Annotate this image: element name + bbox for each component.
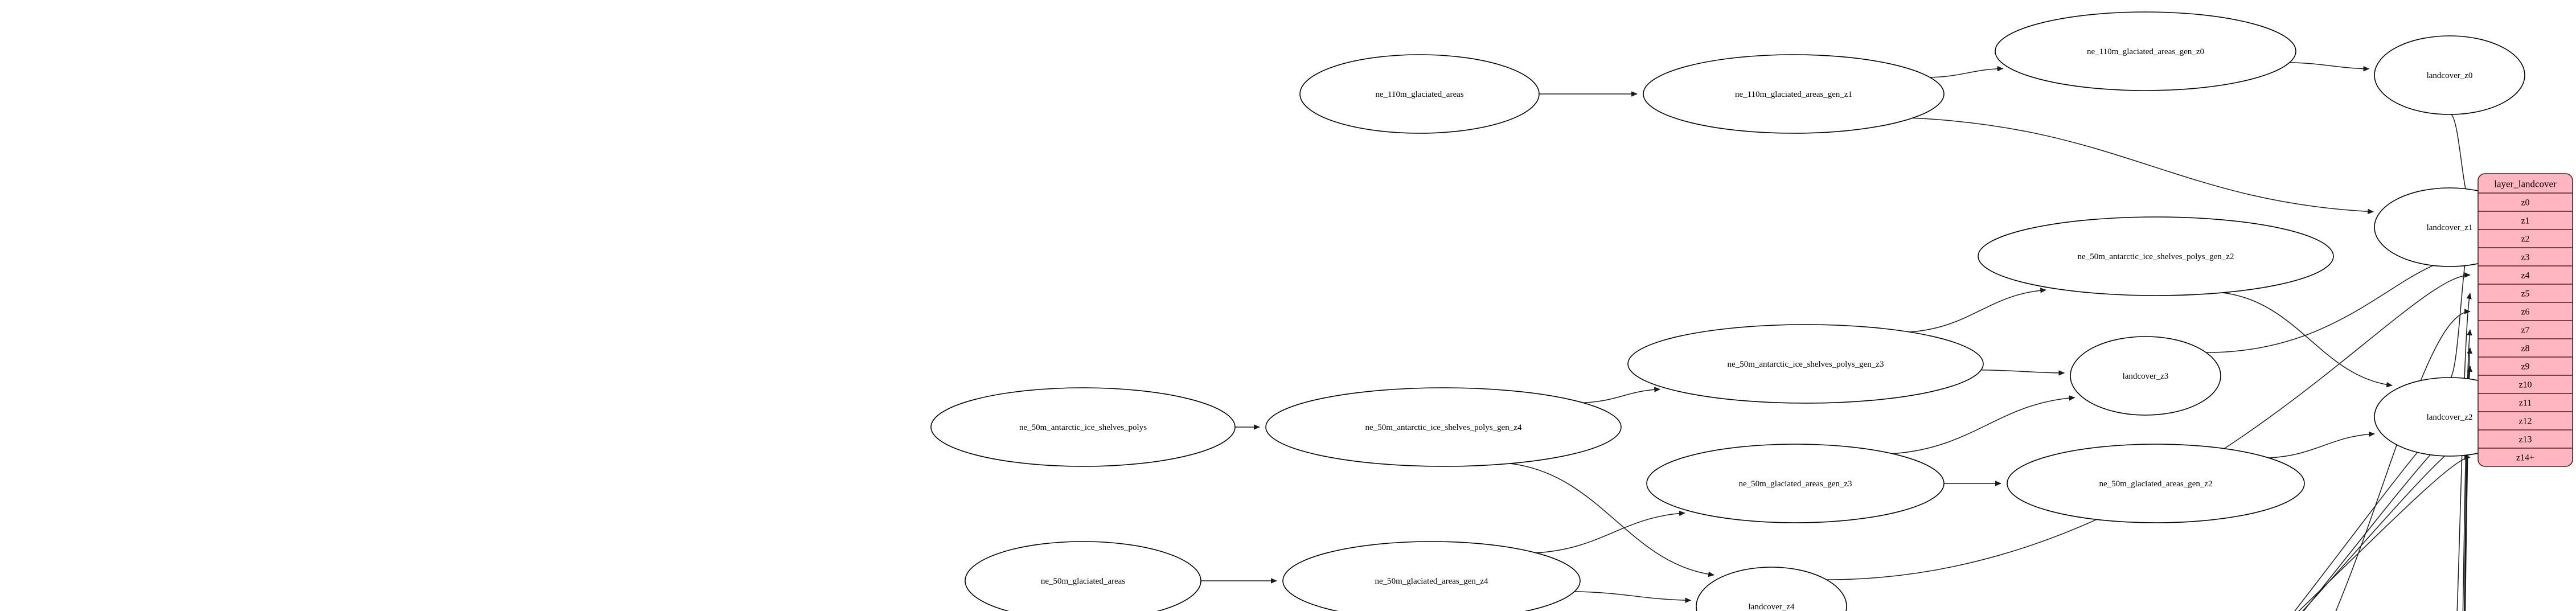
edge-layer (1201, 62, 2480, 611)
layer-landcover-table: layer_landcoverz0z1z2z3z4z5z6z7z8z9z10z1… (2477, 173, 2573, 467)
graph-edge (2222, 292, 2393, 388)
graph-node-ne_50m_glaciated_areas_gen_z4[interactable]: ne_50m_glaciated_areas_gen_z4 (1282, 541, 1581, 611)
layer-table-body (2477, 173, 2573, 467)
graph-edge (1509, 463, 1714, 577)
node-shape (965, 541, 1201, 611)
graph-node-ne_110m_glaciated_areas_gen_z1[interactable]: ne_110m_glaciated_areas_gen_z1 (1643, 54, 1945, 134)
graph-edge (1536, 510, 1685, 553)
layer-landcover-node[interactable]: layer_landcoverz0z1z2z3z4z5z6z7z8z9z10z1… (2477, 173, 2573, 467)
node-shape (1978, 216, 2334, 296)
node-shape (1995, 11, 2296, 91)
graph-edge (1930, 65, 2004, 78)
graph-node-landcover_z0[interactable]: landcover_z0 (2374, 35, 2525, 115)
graph-edge (2335, 309, 2471, 611)
node-shape (2007, 444, 2305, 523)
graph-node-ne_50m_glaciated_areas_gen_z2[interactable]: ne_50m_glaciated_areas_gen_z2 (2007, 444, 2305, 523)
graph-node-landcover_z4[interactable]: landcover_z4 (1696, 567, 1847, 611)
graph-node-ne_50m_glaciated_areas[interactable]: ne_50m_glaciated_areas (965, 541, 1201, 611)
graph-edge (2302, 436, 2471, 611)
graph-edge (1981, 370, 2065, 376)
graph-edge (1574, 591, 1692, 603)
graph-node-ne_50m_antarctic_ice_shelves_polys_gen_z3[interactable]: ne_50m_antarctic_ice_shelves_polys_gen_z… (1627, 324, 1984, 404)
graph-node-ne_50m_glaciated_areas_gen_z3[interactable]: ne_50m_glaciated_areas_gen_z3 (1646, 444, 1945, 523)
graph-node-ne_50m_antarctic_ice_shelves_polys_gen_z4[interactable]: ne_50m_antarctic_ice_shelves_polys_gen_z… (1265, 387, 1622, 467)
node-shape (1627, 324, 1984, 404)
graph-edge (1909, 288, 2047, 333)
graph-node-landcover_z3[interactable]: landcover_z3 (2070, 336, 2221, 416)
node-shape (1282, 541, 1581, 611)
node-layer: imposm3osm_landcover_polygonsimplify_vw_… (930, 11, 2525, 611)
graph-node-ne_50m_antarctic_ice_shelves_polys_gen_z2[interactable]: ne_50m_antarctic_ice_shelves_polys_gen_z… (1978, 216, 2334, 296)
node-shape (1265, 387, 1622, 467)
graph-edge (2289, 62, 2370, 72)
graph-node-ne_110m_glaciated_areas[interactable]: ne_110m_glaciated_areas (1299, 54, 1540, 134)
graph-node-ne_110m_glaciated_areas_gen_z0[interactable]: ne_110m_glaciated_areas_gen_z0 (1995, 11, 2296, 91)
graph-edge (1892, 395, 2075, 454)
node-shape (1696, 567, 1847, 611)
graph-edge (1826, 272, 2471, 580)
graph-edge (2464, 384, 2473, 611)
graph-edge (1912, 117, 2374, 215)
node-shape (930, 387, 1236, 467)
graph-edge (2303, 418, 2471, 611)
graph-node-ne_50m_antarctic_ice_shelves_polys[interactable]: ne_50m_antarctic_ice_shelves_polys (930, 387, 1236, 467)
graph-edge (2456, 293, 2472, 611)
node-shape (2374, 35, 2525, 115)
node-shape (1299, 54, 1540, 134)
node-shape (1646, 444, 1945, 523)
graph-edge (2269, 431, 2376, 458)
node-shape (2070, 336, 2221, 416)
node-shape (1643, 54, 1945, 134)
graph-edge (2298, 454, 2471, 611)
graph-edge (2294, 400, 2471, 611)
graph-edge (1582, 387, 1661, 404)
